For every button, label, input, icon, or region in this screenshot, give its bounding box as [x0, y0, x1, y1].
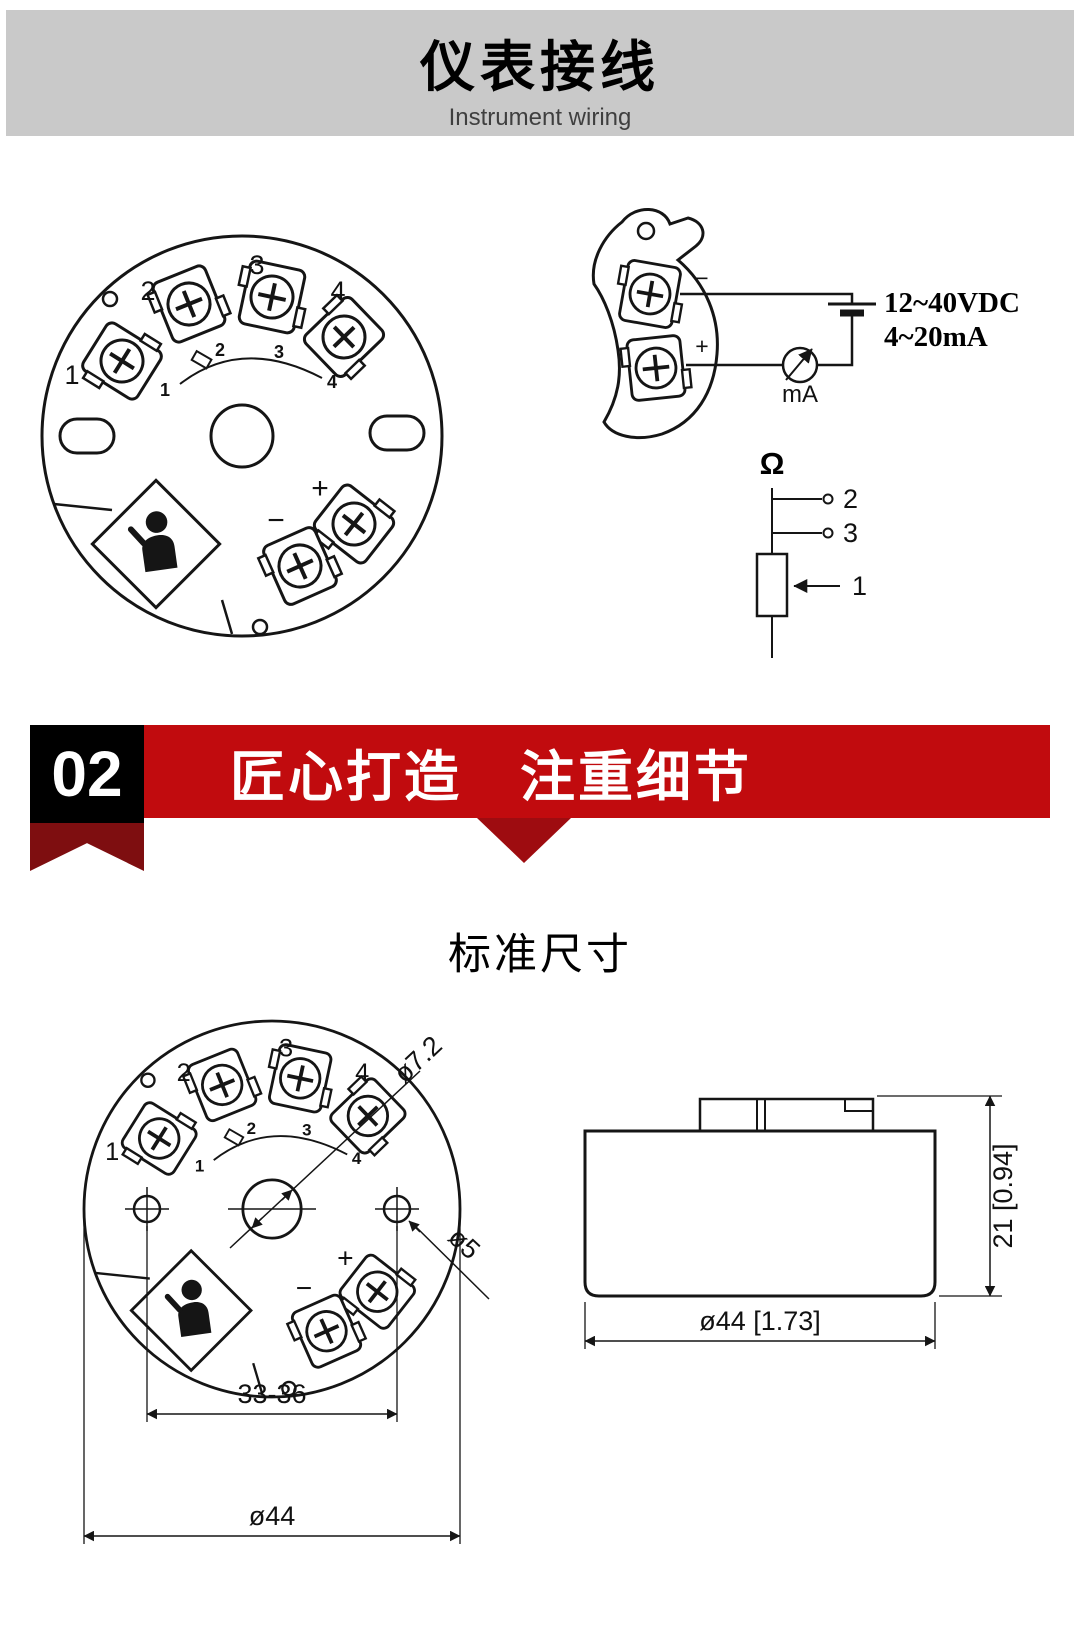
- width-label: ø44 [1.73]: [699, 1306, 821, 1336]
- supply-voltage-label: 12~40VDC: [884, 287, 1020, 319]
- outer-dia-dimension: ø44: [83, 1218, 461, 1544]
- supply-current-label: 4~20mA: [884, 321, 988, 353]
- hole-spacing-dimension: 33-36: [146, 1226, 398, 1422]
- height-label: 21 [0.94]: [988, 1143, 1018, 1248]
- width-dimension: ø44 [1.73]: [584, 1302, 936, 1349]
- battery-icon: [828, 302, 876, 317]
- hole-spacing-label: 33-36: [237, 1379, 306, 1409]
- side-hole-left: [125, 1187, 169, 1231]
- loop-connector: [591, 208, 719, 440]
- section-banner: 匠心打造 注重细节 02: [0, 725, 1080, 875]
- current-meter-icon: [781, 346, 819, 384]
- loop-plus-label: +: [695, 333, 708, 359]
- side-hole-right: [375, 1187, 419, 1231]
- connector-block: [698, 1097, 875, 1131]
- section-title-bar: 匠心打造 注重细节: [30, 725, 1050, 818]
- rtd-wiring-diagram: Ω 2 3 1: [755, 446, 867, 658]
- connector-notch: [844, 1098, 874, 1112]
- rtd-terminal-dot: [822, 527, 834, 539]
- rtd-terminal-2: 2: [843, 484, 858, 514]
- mount-hole-icon: [636, 221, 656, 241]
- head-dimension-view: ø7.2 ø5 33-36 ø44: [83, 1021, 490, 1544]
- head-side-slots: [58, 414, 426, 455]
- rtd-terminal-3: 3: [843, 518, 858, 548]
- page-title: 仪表接线: [419, 36, 660, 98]
- loop-minus-label: −: [695, 265, 708, 291]
- loop-wiring: − + mA 12~40VDC 4~20mA: [680, 265, 1020, 408]
- page-subtitle: Instrument wiring: [448, 104, 632, 131]
- height-dimension: 21 [0.94]: [877, 1095, 1018, 1297]
- resistor-icon: [755, 552, 789, 618]
- rtd-terminal-1: 1: [852, 571, 867, 601]
- terminal-head-top-view: [42, 236, 442, 636]
- ribbon-tail-icon: [30, 823, 144, 871]
- section-title: 匠心打造 注重细节: [230, 745, 753, 808]
- header-banner: 仪表接线 Instrument wiring: [6, 10, 1074, 136]
- section-number-badge: 02: [30, 725, 144, 823]
- ohm-label: Ω: [760, 446, 785, 481]
- banner-arrow-icon: [477, 818, 571, 863]
- section-number: 02: [51, 738, 123, 810]
- housing-body: [583, 1129, 937, 1298]
- dimensions-heading: 标准尺寸: [448, 931, 632, 979]
- rtd-terminal-dot: [822, 493, 834, 505]
- outer-dia-label: ø44: [249, 1501, 296, 1531]
- dimension-figure: ø7.2 ø5 33-36 ø44 21 [0.94: [0, 1004, 1018, 1544]
- meter-label: mA: [782, 381, 818, 408]
- wiring-figure: − + mA 12~40VDC 4~20mA Ω 2 3 1: [0, 208, 1020, 658]
- side-dimension-view: 21 [0.94] ø44 [1.73]: [583, 1095, 1018, 1349]
